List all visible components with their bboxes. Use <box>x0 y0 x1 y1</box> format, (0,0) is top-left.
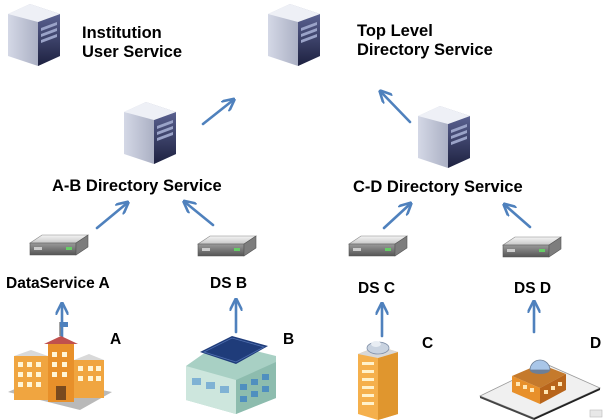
ds-b-label: DS B <box>210 275 248 292</box>
top-level-server-icon <box>268 4 320 66</box>
ds-c-label: DS C <box>358 280 396 297</box>
arrow-dsb-to-ab <box>186 203 215 227</box>
site-a-building-icon <box>8 322 112 410</box>
site-b-label: B <box>283 331 295 348</box>
site-d-building-icon <box>479 359 603 420</box>
arrow-dsc-to-cd <box>382 205 409 230</box>
ds-d-appliance-icon <box>502 236 562 258</box>
institution-user-service-line2: User Service <box>82 43 182 61</box>
arrow-dsd-to-cd <box>506 206 532 229</box>
ab-directory-server-icon <box>124 102 176 164</box>
arrow-dsa-to-ab <box>95 204 126 230</box>
cd-directory-service-label: C-D Directory Service <box>353 178 523 196</box>
institution-server-icon <box>8 4 60 66</box>
site-d-label: D <box>590 335 602 352</box>
ds-d-label: DS D <box>514 280 552 297</box>
top-level-directory-service-label: Top Level Directory Service <box>357 22 493 60</box>
dataservice-a-label: DataService A <box>6 275 110 292</box>
cd-directory-server-icon <box>418 106 470 168</box>
ds-b-appliance-icon <box>197 235 257 257</box>
institution-user-service-label: Institution User Service <box>82 24 182 62</box>
ab-directory-service-label: A-B Directory Service <box>52 177 222 195</box>
site-c-building-icon <box>358 341 398 420</box>
dataservice-a-appliance-icon <box>29 234 89 256</box>
arrow-ab-to-top <box>201 101 232 126</box>
site-a-label: A <box>110 331 122 348</box>
site-b-building-icon <box>186 336 276 414</box>
institution-user-service-line1: Institution <box>82 24 162 42</box>
site-c-label: C <box>422 335 434 352</box>
top-level-directory-service-line2: Directory Service <box>357 41 493 59</box>
arrow-cd-to-top <box>382 93 412 124</box>
top-level-directory-service-line1: Top Level <box>357 22 433 40</box>
ds-c-appliance-icon <box>348 235 408 257</box>
